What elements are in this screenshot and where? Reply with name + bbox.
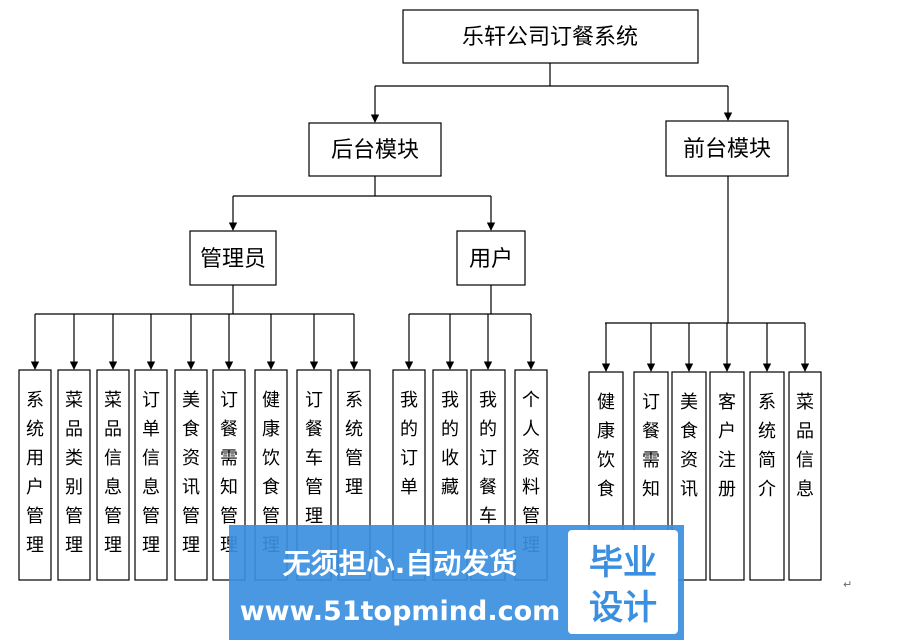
leaf-label: 我的订餐车 [479,390,497,527]
backend-module-label: 后台模块 [331,138,419,163]
leaf-label: 客户注册 [718,392,736,500]
leaf-node: 客户注册 [709,371,745,581]
leaf-label: 系统简介 [758,392,776,500]
leaf-label: 美食资讯管理 [182,390,200,556]
leaf-label: 订餐需知 [642,392,660,500]
backend-module-node: 后台模块 [308,122,442,177]
root-node: 乐轩公司订餐系统 [402,9,699,64]
root-label: 乐轩公司订餐系统 [462,25,638,50]
user-role-node: 用户 [456,230,526,286]
leaf-label: 菜品类别管理 [65,390,83,556]
admin-role-label: 管理员 [200,247,266,272]
frontend-module-label: 前台模块 [683,137,771,162]
frontend-module-node: 前台模块 [665,120,789,177]
watermark-badge-line1: 毕业 [589,543,657,583]
leaf-label: 我的订单 [400,390,418,498]
leaf-node: 系统简介 [749,371,785,581]
user-items-group: 我的订单我的收藏我的订餐车个人资料管理 [392,369,548,581]
leaf-label: 美食资讯 [680,392,698,500]
user-role-label: 用户 [469,247,513,272]
front-items-group: 健康饮食 订餐需知 美食资讯 客户注册 系统简介 菜品信息 [588,371,822,581]
leaf-node: 菜品信息 [788,371,822,581]
paragraph-mark-icon: ↵ [843,578,852,591]
leaf-node: 美食资讯管理 [174,369,208,581]
leaf-label: 系统管理 [345,390,363,498]
leaf-node: 系统用户管理 [18,369,52,581]
leaf-label: 订餐车管理 [305,390,323,527]
watermark-banner: 无须担心.自动发货 www.51topmind.com 毕业 设计 [229,525,684,640]
leaf-node: 订单信息管理 [134,369,168,581]
leaf-label: 订单信息管理 [142,390,160,556]
leaf-label: 菜品信息管理 [104,390,122,556]
watermark-slogan: 无须担心.自动发货 [283,547,518,580]
watermark-url: www.51topmind.com [240,596,561,627]
connector-lines [30,63,810,372]
leaf-label: 我的收藏 [441,390,459,498]
admin-role-node: 管理员 [189,230,277,286]
leaf-node: 菜品类别管理 [57,369,91,581]
watermark-badge-line2: 设计 [589,588,657,628]
leaf-label: 菜品信息 [796,392,814,500]
leaf-label: 健康饮食 [597,392,615,500]
leaf-node: 菜品信息管理 [96,369,130,581]
leaf-label: 系统用户管理 [26,390,44,556]
